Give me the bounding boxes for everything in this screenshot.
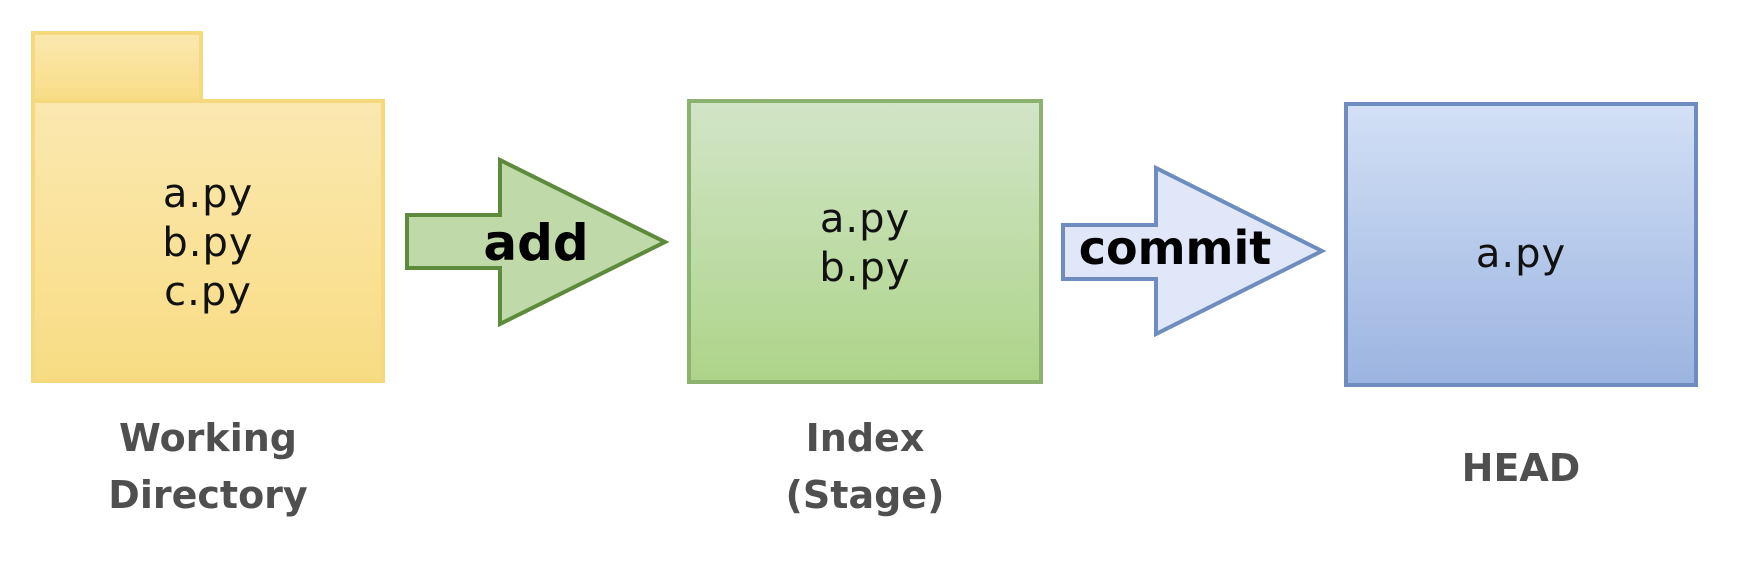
index-file-list: a.py b.py bbox=[689, 195, 1041, 293]
working-directory-caption: Working Directory bbox=[58, 410, 358, 524]
head-box bbox=[1344, 102, 1698, 387]
head-file-a: a.py bbox=[1475, 231, 1567, 277]
index-caption-line-2: (Stage) bbox=[785, 473, 945, 517]
working-directory-folder-icon bbox=[31, 31, 385, 383]
head-file-list: a.py bbox=[1346, 230, 1696, 279]
add-arrow bbox=[405, 156, 670, 328]
working-file-a: a.py bbox=[162, 171, 254, 217]
folder-body bbox=[31, 99, 385, 383]
index-caption-line-1: Index bbox=[805, 416, 925, 460]
working-file-c: c.py bbox=[164, 269, 252, 315]
working-file-b: b.py bbox=[162, 220, 254, 266]
folder-tab bbox=[31, 31, 203, 107]
add-label: add bbox=[483, 214, 589, 272]
head-caption: HEAD bbox=[1371, 440, 1671, 497]
working-directory-file-list: a.py b.py c.py bbox=[33, 170, 383, 317]
index-caption: Index (Stage) bbox=[715, 410, 1015, 524]
working-caption-line-1: Working bbox=[119, 416, 297, 460]
index-box bbox=[687, 99, 1043, 384]
head-caption-line-1: HEAD bbox=[1461, 446, 1581, 490]
working-caption-line-2: Directory bbox=[108, 473, 308, 517]
index-file-b: b.py bbox=[819, 245, 911, 291]
index-file-a: a.py bbox=[819, 196, 911, 242]
commit-label: commit bbox=[1078, 221, 1272, 275]
commit-arrow bbox=[1061, 164, 1327, 338]
